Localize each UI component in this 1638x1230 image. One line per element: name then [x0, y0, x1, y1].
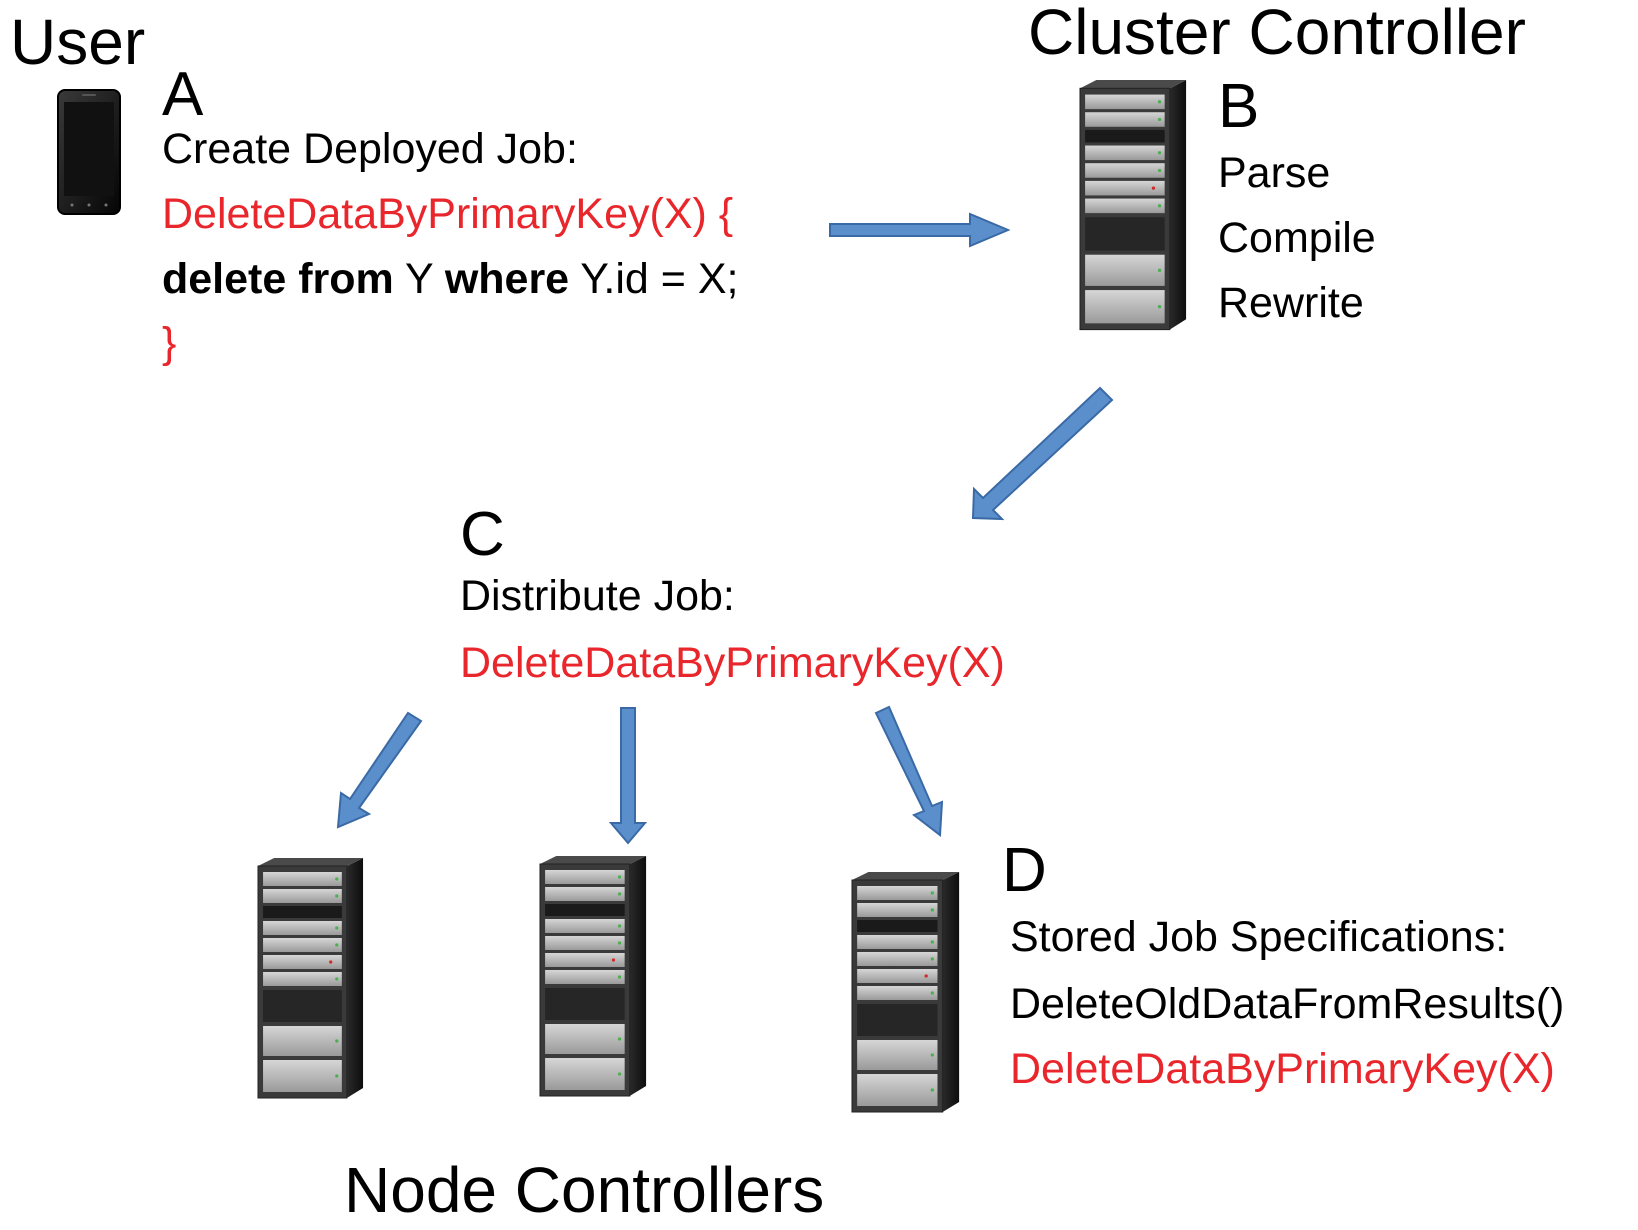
step-b-action: Rewrite — [1218, 279, 1364, 327]
keyword-delete-from: delete from — [162, 255, 394, 303]
step-a-signature: DeleteDataByPrimaryKey(X) { — [162, 190, 734, 238]
arrow-to-node-3 — [874, 705, 944, 837]
node-controllers-label: Node Controllers — [344, 1154, 825, 1226]
step-a-letter: A — [162, 60, 204, 129]
step-b-letter: B — [1218, 72, 1260, 141]
arrow-user-to-cluster — [829, 212, 1011, 248]
step-c-letter: C — [460, 500, 505, 569]
step-c-heading: Distribute Job: — [460, 572, 735, 620]
step-b-action: Compile — [1218, 214, 1376, 262]
step-a-heading: Create Deployed Job: — [162, 125, 578, 173]
smartphone-icon — [57, 89, 121, 215]
arrow-to-node-1 — [336, 711, 423, 829]
arrow-to-node-2 — [608, 707, 648, 845]
step-d-job: DeleteDataByPrimaryKey(X) — [1010, 1045, 1555, 1093]
node-controller-server-icon — [851, 871, 960, 1113]
step-d-job: DeleteOldDataFromResults() — [1010, 980, 1565, 1028]
query-table: Y — [393, 255, 445, 303]
step-a-query: delete from Y where Y.id = X; — [162, 258, 738, 301]
step-b-action: Parse — [1218, 149, 1331, 197]
cluster-controller-label: Cluster Controller — [1028, 0, 1526, 68]
node-controller-server-icon — [539, 855, 647, 1097]
user-label: User — [10, 6, 146, 78]
step-c-job: DeleteDataByPrimaryKey(X) — [460, 639, 1005, 687]
step-a-closing-brace: } — [162, 319, 177, 367]
keyword-where: where — [444, 255, 570, 303]
arrow-cluster-to-distribute — [971, 386, 1114, 521]
cluster-controller-server-icon — [1079, 79, 1187, 331]
step-d-heading: Stored Job Specifications: — [1010, 913, 1508, 961]
query-condition: Y.id = X; — [569, 255, 739, 303]
step-d-letter: D — [1002, 836, 1047, 905]
node-controller-server-icon — [257, 857, 364, 1099]
